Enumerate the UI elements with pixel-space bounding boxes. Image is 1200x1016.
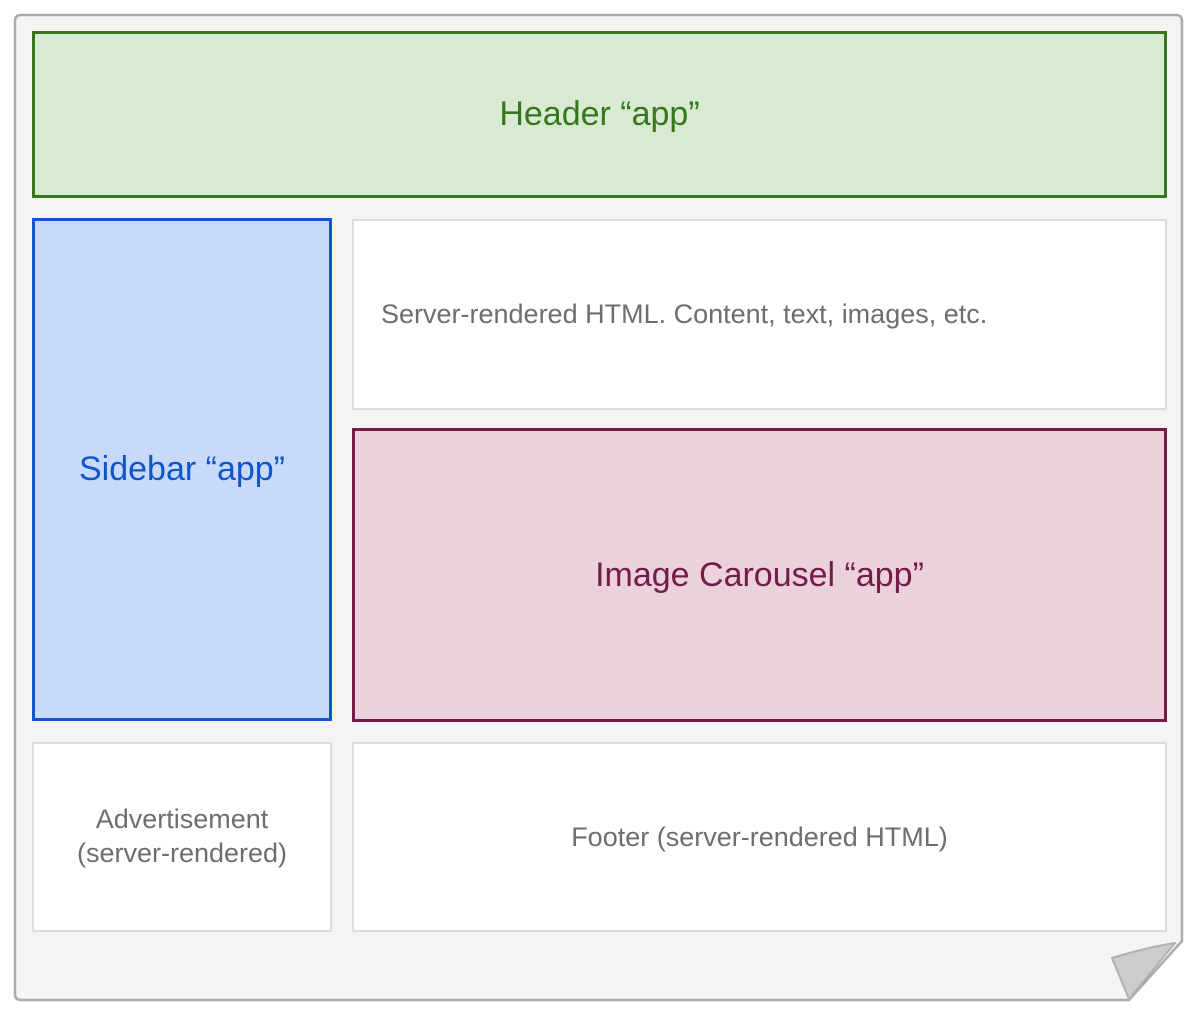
- page-fold-corner-icon: [1111, 942, 1176, 1000]
- header-app-label: Header “app”: [499, 95, 700, 133]
- footer-label: Footer (server-rendered HTML): [571, 821, 948, 852]
- image-carousel-app-label: Image Carousel “app”: [595, 555, 924, 594]
- advertisement-box: Advertisement (server-rendered): [32, 742, 332, 932]
- header-app-box: Header “app”: [32, 31, 1167, 198]
- sidebar-app-label: Sidebar “app”: [78, 450, 285, 488]
- sidebar-app-box: Sidebar “app”: [32, 218, 332, 721]
- image-carousel-app-box: Image Carousel “app”: [352, 428, 1167, 722]
- advertisement-label: Advertisement (server-rendered): [76, 804, 288, 868]
- footer-box: Footer (server-rendered HTML): [352, 742, 1167, 932]
- server-rendered-content-box: Server-rendered HTML. Content, text, ima…: [352, 219, 1167, 410]
- server-rendered-content-label: Server-rendered HTML. Content, text, ima…: [381, 299, 988, 329]
